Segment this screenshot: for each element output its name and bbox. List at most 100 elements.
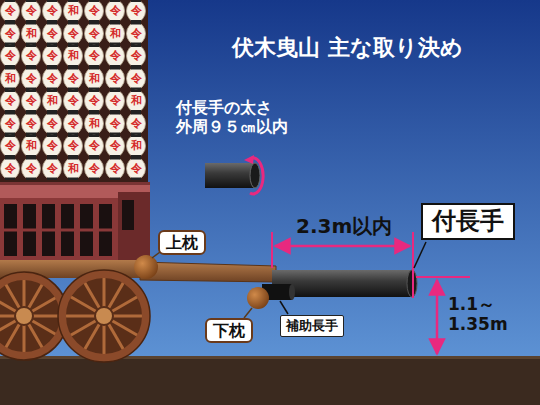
lantern-character: 令 — [42, 49, 62, 63]
lantern-character: 令 — [63, 139, 83, 153]
lantern — [64, 23, 83, 45]
lantern — [127, 68, 146, 90]
lantern — [64, 68, 83, 90]
lantern — [127, 23, 146, 45]
lantern-cap — [47, 157, 57, 160]
lantern-cap — [89, 90, 99, 93]
lantern-character: 和 — [21, 27, 41, 41]
lattice-bar — [99, 229, 112, 232]
extension-line — [412, 232, 414, 298]
lantern — [1, 45, 20, 67]
lantern-character: 令 — [63, 117, 83, 131]
lantern-cap — [47, 22, 57, 25]
lattice-panel — [23, 204, 36, 256]
lantern-cap — [89, 67, 99, 70]
lantern-cap — [68, 45, 78, 48]
lantern-cap — [5, 67, 15, 70]
sky — [0, 0, 540, 358]
lantern — [22, 0, 41, 22]
lantern-character: 令 — [0, 4, 20, 18]
lantern-character: 令 — [42, 117, 62, 131]
float-body — [0, 198, 138, 262]
lantern-character: 令 — [42, 4, 62, 18]
part-name: 下枕 — [213, 321, 245, 340]
float-post — [118, 192, 150, 264]
circumference-arrow — [244, 155, 254, 164]
lantern — [22, 135, 41, 157]
lantern-cap — [131, 45, 141, 48]
lantern-cap — [5, 112, 15, 115]
lantern-cap — [47, 178, 57, 181]
lantern — [22, 23, 41, 45]
float-roof-edge — [0, 182, 150, 185]
lantern-cap — [5, 157, 15, 160]
lantern-cap — [5, 135, 15, 138]
lantern-cap — [89, 0, 99, 2]
upper-pillow — [134, 255, 158, 279]
lantern — [1, 23, 20, 45]
pole-icon-end — [250, 163, 260, 188]
lantern — [85, 158, 104, 180]
lantern-cap — [110, 178, 120, 181]
lantern-character: 令 — [42, 162, 62, 176]
lantern-character: 令 — [84, 27, 104, 41]
lantern-cap — [110, 0, 120, 2]
lantern-cap — [68, 0, 78, 2]
lantern-character: 令 — [126, 72, 146, 86]
lantern-character: 令 — [0, 94, 20, 108]
lantern-character: 令 — [84, 4, 104, 18]
part-label: 補助長手 — [280, 315, 344, 337]
wheels — [0, 270, 150, 362]
lantern-cap — [89, 45, 99, 48]
lantern-cap — [47, 90, 57, 93]
lantern-cap — [110, 157, 120, 160]
lower-pillow — [247, 287, 269, 309]
lantern-character: 和 — [84, 72, 104, 86]
lantern-cap — [131, 0, 141, 2]
lantern-cap — [68, 135, 78, 138]
lantern-cap — [47, 0, 57, 2]
lantern-character: 令 — [105, 117, 125, 131]
lantern — [85, 0, 104, 22]
lantern — [22, 45, 41, 67]
lantern — [127, 0, 146, 22]
lattice-panel — [61, 204, 74, 256]
lantern — [43, 68, 62, 90]
lantern-character: 和 — [63, 4, 83, 18]
lantern-character: 和 — [21, 139, 41, 153]
lattice-bar — [61, 229, 74, 232]
lantern-character: 令 — [105, 49, 125, 63]
lantern-group — [1, 0, 146, 180]
wheel-rim — [62, 274, 146, 358]
wheel-hub — [95, 307, 113, 325]
lantern-cap — [110, 90, 120, 93]
lantern-character: 令 — [63, 27, 83, 41]
lantern-cap — [47, 135, 57, 138]
length-dimension: 2.3m以内 — [296, 214, 392, 238]
lantern-character: 和 — [63, 162, 83, 176]
lantern-character: 令 — [105, 72, 125, 86]
wheel-rim — [0, 276, 64, 356]
lantern-cap — [110, 67, 120, 70]
lantern-character: 令 — [105, 4, 125, 18]
lantern-cap — [26, 0, 36, 2]
lantern-cap — [68, 67, 78, 70]
part-name: 付長手 — [432, 207, 504, 236]
lantern-character: 令 — [42, 27, 62, 41]
lantern — [43, 90, 62, 112]
lantern-cap — [47, 67, 57, 70]
lantern — [106, 45, 125, 67]
wheel-hub — [15, 307, 33, 325]
lantern-cap — [26, 67, 36, 70]
lantern — [64, 135, 83, 157]
lantern — [1, 90, 20, 112]
part-name: 上枕 — [166, 233, 198, 252]
lantern-character: 令 — [126, 162, 146, 176]
lantern — [85, 23, 104, 45]
lantern-character: 令 — [105, 162, 125, 176]
lantern — [1, 113, 20, 135]
lantern — [22, 113, 41, 135]
lattice-bar — [42, 229, 55, 232]
lantern-character: 令 — [84, 94, 104, 108]
lantern-character: 令 — [21, 72, 41, 86]
